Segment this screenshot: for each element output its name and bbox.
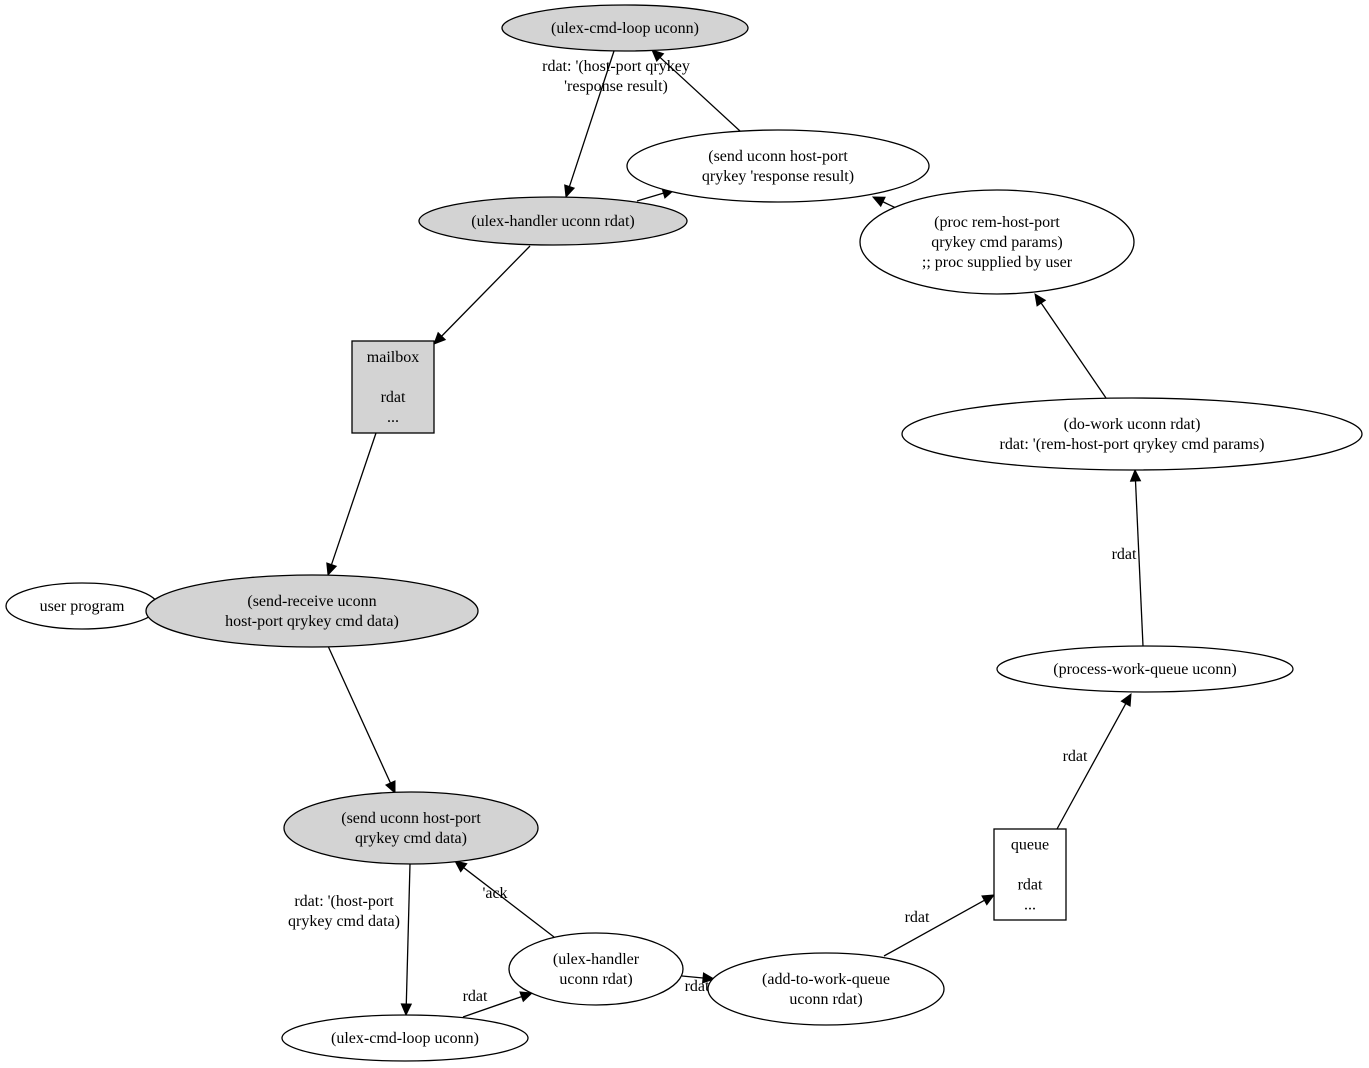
node-handler-top: (ulex-handler uconn rdat) — [418, 196, 688, 246]
edge-do-work-to-proc — [1034, 293, 1107, 399]
node-label: (ulex-cmd-loop uconn) — [551, 20, 699, 37]
node-ellipse — [626, 129, 930, 203]
edge-label: rdat — [1112, 546, 1137, 563]
edge-handler-bottom-to-add-queue: rdat — [681, 972, 716, 995]
edge-send-response-to-cmdloop-top — [651, 49, 741, 132]
edge-label: rdat — [685, 978, 710, 995]
edge-label: rdat — [1063, 748, 1088, 765]
edge-line — [463, 867, 555, 938]
nodes-layer: (ulex-cmd-loop uconn) (ulex-handler uconn… — [5, 4, 1363, 1062]
edge-send-receive-to-send-cmd — [327, 645, 396, 795]
node-cmdloop-top: (ulex-cmd-loop uconn) — [501, 4, 749, 52]
node-label: (process-work-queue uconn) — [1053, 661, 1236, 678]
arrowhead — [702, 972, 716, 984]
node-ellipse — [707, 952, 945, 1026]
arrowhead — [1120, 692, 1132, 707]
node-do-work: (do-work uconn rdat)rdat: '(rem-host-por… — [901, 397, 1363, 471]
node-ellipse — [901, 397, 1363, 471]
edge-line — [441, 245, 531, 337]
arrowhead — [454, 860, 468, 873]
arrowhead — [400, 1003, 413, 1017]
edge-handler-bottom-to-send-cmd: 'ack — [454, 860, 555, 938]
edge-handler-top-to-mailbox — [433, 245, 531, 345]
node-label: (ulex-handler uconn rdat) — [471, 213, 634, 230]
arrowhead — [871, 196, 886, 208]
node-box — [993, 828, 1067, 921]
edge-label: 'ack — [482, 885, 507, 902]
arrowhead — [519, 991, 534, 1003]
arrowhead — [326, 562, 338, 577]
edge-process-queue-to-do-work: rdat — [1112, 468, 1144, 647]
arrowhead — [1129, 468, 1142, 482]
edge-line — [1040, 302, 1107, 399]
node-ellipse — [145, 574, 479, 648]
node-ellipse — [508, 932, 684, 1006]
edge-line — [327, 645, 392, 784]
edge-line — [681, 975, 704, 979]
node-ellipse — [281, 1014, 529, 1062]
edge-label: rdat — [905, 909, 930, 926]
arrowhead — [433, 331, 447, 345]
node-label: (do-work uconn rdat)rdat: '(rem-host-por… — [999, 416, 1264, 453]
node-ellipse — [859, 189, 1135, 295]
node-ellipse — [283, 791, 539, 865]
edge-line — [636, 192, 664, 202]
arrowhead — [384, 780, 396, 795]
edge-line — [405, 863, 411, 1005]
arrowhead — [1034, 293, 1047, 307]
edge-line — [568, 50, 615, 187]
node-ellipse — [418, 196, 688, 246]
node-label: (ulex-cmd-loop uconn) — [331, 1030, 479, 1047]
edge-line — [462, 995, 522, 1018]
edge-queue-to-process-queue: rdat — [1056, 692, 1132, 830]
edge-mailbox-to-send-receive — [326, 432, 377, 577]
node-process-queue: (process-work-queue uconn) — [996, 645, 1294, 693]
edge-line — [330, 432, 377, 565]
node-box — [351, 340, 435, 434]
arrowhead — [981, 894, 996, 906]
node-user-program: user program — [5, 582, 159, 630]
node-ellipse — [996, 645, 1294, 693]
node-ellipse — [501, 4, 749, 52]
edge-label: rdat — [463, 988, 488, 1005]
edge-cmdloop-bottom-to-handler-bottom: rdat — [462, 988, 534, 1018]
edge-line — [883, 899, 985, 957]
edge-line — [659, 56, 741, 132]
node-cmdloop-bottom: (ulex-cmd-loop uconn) — [281, 1014, 529, 1062]
node-label: user program — [40, 598, 125, 615]
edge-line — [1056, 703, 1127, 830]
arrowhead — [564, 184, 576, 199]
edge-label: rdat: '(host-port qrykey'response result… — [542, 58, 690, 95]
edge-cmdloop-top-to-handler-top: rdat: '(host-port qrykey'response result… — [542, 50, 690, 199]
edge-line — [1134, 480, 1144, 647]
arrowhead — [651, 49, 665, 63]
edge-add-queue-to-queue: rdat — [883, 894, 996, 957]
